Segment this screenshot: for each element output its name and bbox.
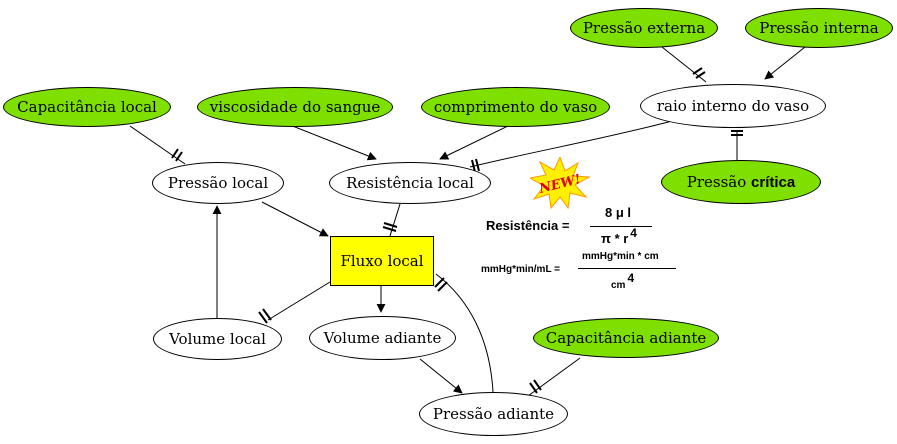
node-label: Pressão local	[167, 174, 269, 192]
edge-volume-adiante-pressao	[419, 358, 463, 394]
tee-pressao-adiante-fluxo	[434, 277, 448, 292]
tee-pressao-critica	[731, 130, 743, 136]
node-label: Resistência local	[346, 174, 474, 192]
node-volume-adiante: Volume adiante	[309, 316, 456, 360]
edge-pressao-local-fluxo	[261, 201, 329, 237]
node-capacitancia-adiante: Capacitância adiante	[533, 318, 719, 358]
node-pressao-externa: Pressão externa	[570, 8, 718, 48]
tee-pressao-externa	[692, 67, 706, 79]
formula-fraction-line	[590, 226, 652, 227]
node-label: Pressão externa	[582, 19, 706, 37]
edge-capacitancia-local-pressao	[129, 125, 186, 165]
formula-units-numerator: mmHg*min * cm	[582, 251, 659, 262]
node-pressao-adiante: Pressão adiante	[419, 392, 568, 436]
node-label: Capacitância local	[17, 98, 157, 116]
edge-pressao-interna-raio	[764, 46, 806, 80]
node-label: Pressão interna	[759, 19, 879, 37]
node-label: comprimento do vaso	[433, 98, 598, 116]
edge-comprimento-resistencia	[439, 124, 511, 160]
node-label: Volume local	[169, 330, 266, 348]
new-badge-burst	[530, 157, 590, 209]
edge-raio-resistencia	[469, 119, 677, 168]
node-viscosidade-sangue: viscosidade do sangue	[197, 87, 393, 127]
node-raio-interno: raio interno do vaso	[640, 84, 826, 128]
node-label: Pressão	[686, 173, 747, 191]
formula-units-denominator-base: cm	[611, 280, 626, 291]
tee-resistencia-fluxo	[382, 222, 398, 232]
tee-fluxo-volume-local	[258, 308, 272, 324]
tee-capacitancia-adiante	[529, 379, 542, 394]
formula-units-denominator-exp: 4	[627, 271, 635, 285]
formula-units-fraction-line	[578, 268, 676, 269]
node-label: raio interno do vaso	[656, 97, 810, 115]
formula-denominator-exp: 4	[630, 226, 637, 240]
formula-label: Resistência =	[486, 218, 570, 233]
node-label: Fluxo local	[340, 252, 424, 270]
edge-viscosidade-resistencia	[289, 124, 377, 161]
node-label: Capacitância adiante	[545, 329, 707, 347]
node-fluxo-local: Fluxo local	[330, 236, 434, 286]
node-resistencia-local: Resistência local	[329, 162, 491, 204]
tee-capacitancia-local	[171, 148, 183, 162]
node-pressao-interna: Pressão interna	[745, 8, 893, 48]
node-comprimento-vaso: comprimento do vaso	[421, 87, 610, 127]
node-capacitancia-local: Capacitância local	[3, 87, 171, 127]
formula-numerator: 8 μ l	[605, 205, 632, 220]
node-label: Pressão adiante	[432, 405, 555, 423]
formula-units-denominator: cm4	[611, 271, 634, 291]
node-label: viscosidade do sangue	[209, 98, 381, 116]
new-badge: NEW!	[530, 157, 590, 209]
node-label-bold: crítica	[751, 173, 796, 191]
node-pressao-critica: Pressão crítica	[661, 160, 821, 204]
formula-denominator-base: π * r	[601, 231, 629, 246]
node-pressao-local: Pressão local	[152, 162, 284, 204]
edge-fluxo-volume-local	[267, 281, 331, 321]
formula-units-label: mmHg*min/mL =	[481, 264, 560, 275]
node-label: Volume adiante	[323, 329, 442, 347]
edge-capacitancia-adiante-pressao	[527, 357, 581, 397]
node-volume-local: Volume local	[153, 318, 282, 360]
